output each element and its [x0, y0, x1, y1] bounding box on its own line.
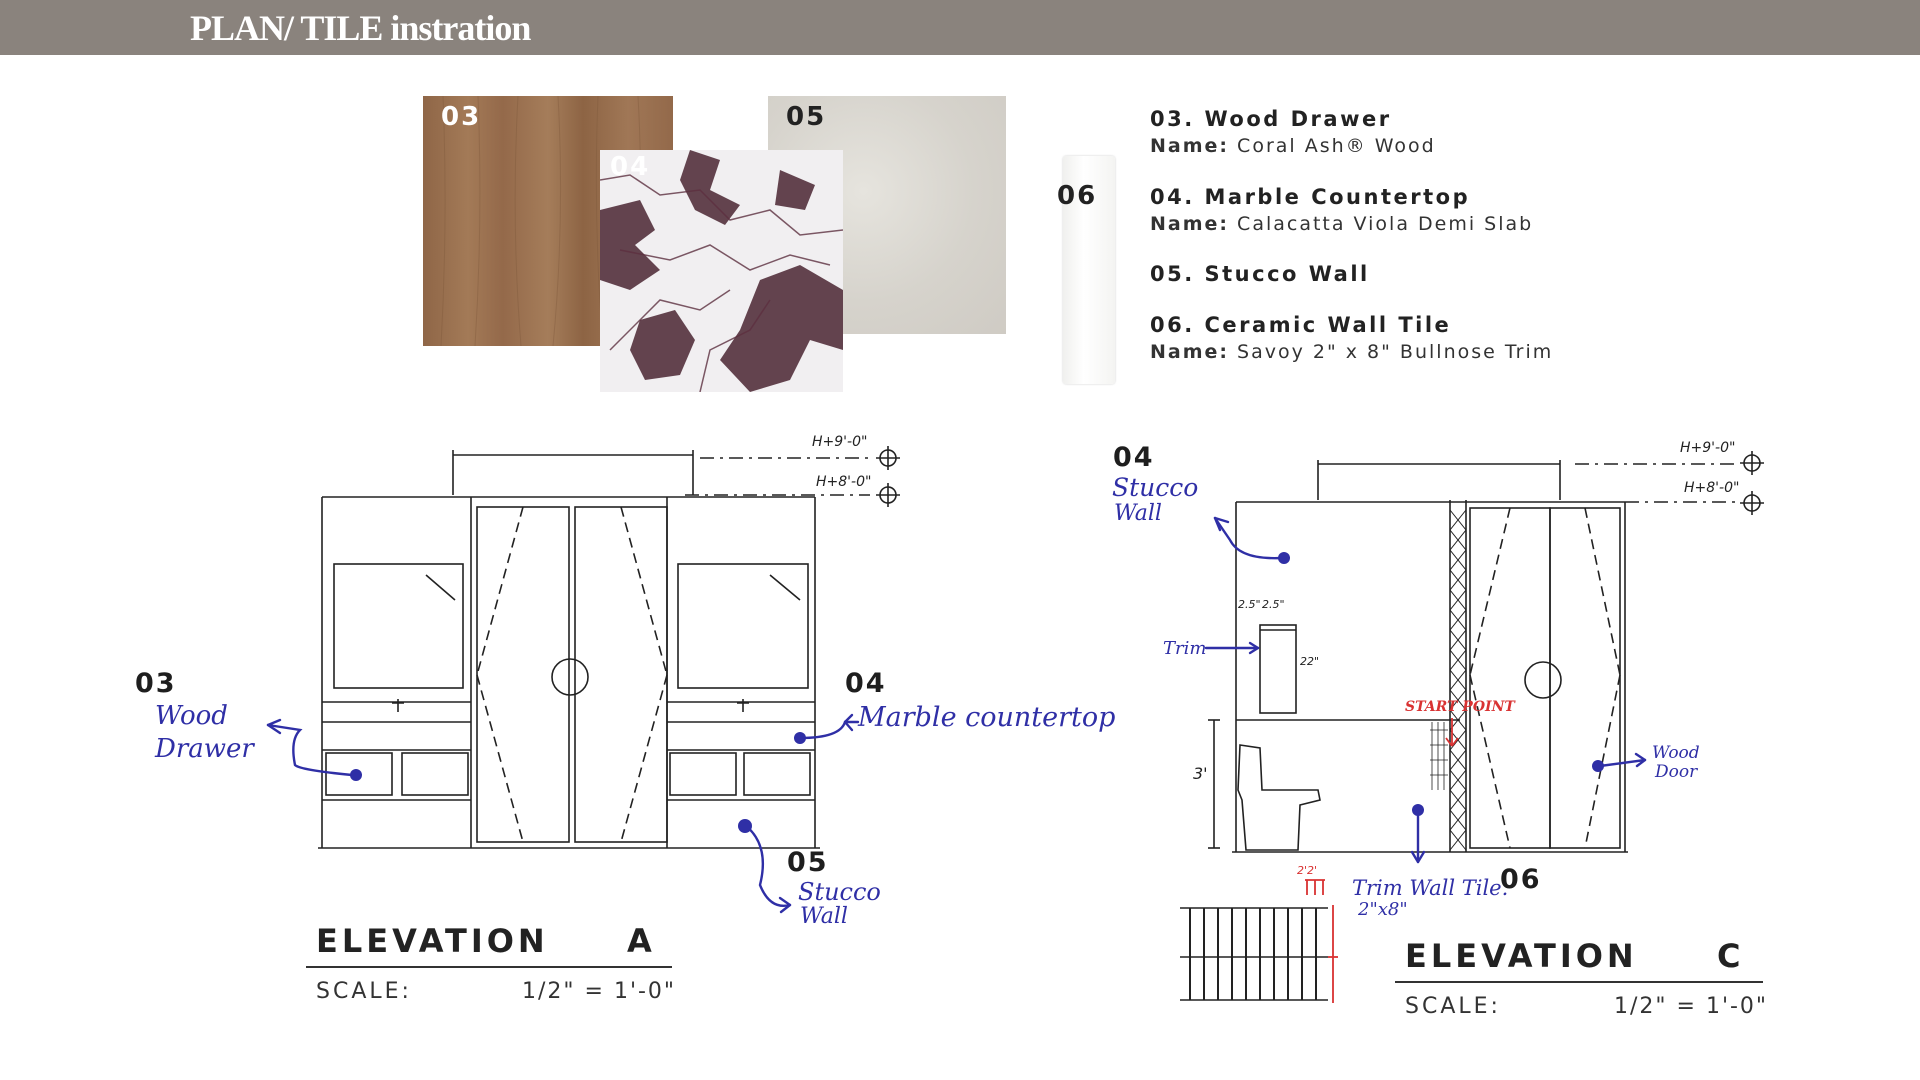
- dim-2-5a: 2.5": [1238, 598, 1261, 611]
- callout-04-number: 04: [1113, 442, 1155, 473]
- page-title: PLAN/ TILE instration: [190, 8, 531, 48]
- legend-item-03: 03. Wood Drawer Name: Coral Ash® Wood: [1150, 107, 1436, 157]
- elevation-c-title: ELEVATION: [1405, 937, 1638, 975]
- elevation-c-rule: [1395, 981, 1763, 983]
- ceramic-tile-swatch: [1063, 156, 1115, 384]
- legend-name-value: Savoy 2" x 8" Bullnose Trim: [1229, 341, 1554, 363]
- callout-wall-label: Wall: [800, 904, 848, 929]
- elevation-c-letter: C: [1717, 937, 1741, 975]
- callout-marble-label: Marble countertop: [858, 702, 1116, 733]
- swatch-04-label: 04: [610, 152, 651, 182]
- trim-wall-tile-size: 2"x8": [1358, 899, 1408, 920]
- legend-item-06: 06. Ceramic Wall Tile Name: Savoy 2" x 8…: [1150, 313, 1553, 363]
- dim-2-5b: 2.5": [1262, 598, 1285, 611]
- callout-wall-label: Wall: [1114, 501, 1162, 526]
- legend-name-key: Name:: [1150, 135, 1230, 157]
- legend-title: 06. Ceramic Wall Tile: [1150, 313, 1452, 337]
- legend-title: 04. Marble Countertop: [1150, 185, 1471, 209]
- legend-title: 05. Stucco Wall: [1150, 262, 1370, 286]
- callout-drawer-label: Drawer: [155, 734, 254, 764]
- elevation-a-scale-value: 1/2" = 1'-0": [522, 979, 677, 1004]
- dim-22: 22": [1300, 655, 1320, 668]
- elevation-c-scale-value: 1/2" = 1'-0": [1614, 994, 1769, 1019]
- wood-door-label: Wood: [1652, 743, 1700, 763]
- legend-title: 03. Wood Drawer: [1150, 107, 1392, 131]
- callout-05-number: 05: [787, 847, 829, 878]
- callout-stucco-label: Stucco: [1112, 473, 1199, 502]
- callout-06-number: 06: [1500, 864, 1542, 895]
- legend-name-value: Coral Ash® Wood: [1229, 135, 1436, 157]
- elevation-a-letter: A: [627, 922, 652, 960]
- swatch-06-label: 06: [1057, 181, 1098, 211]
- callout-wood-label: Wood: [155, 701, 228, 731]
- header-bar: PLAN/ TILE instration: [0, 0, 1920, 55]
- elevation-a-title: ELEVATION: [316, 922, 549, 960]
- callout-stucco-label: Stucco: [798, 878, 881, 906]
- callout-04-number: 04: [845, 668, 887, 699]
- marble-veins: [600, 150, 843, 392]
- elevation-a-leaders: [266, 713, 860, 914]
- marble-swatch: 04: [600, 150, 843, 392]
- swatch-05-label: 05: [786, 102, 827, 132]
- elevation-c-drawing: [1180, 451, 1764, 1001]
- height-label-9ft: H+9'-0": [812, 434, 868, 450]
- height-label-8ft: H+8'-0": [816, 474, 872, 490]
- dim-3ft: 3': [1193, 764, 1208, 783]
- callout-trim-label: Trim: [1163, 638, 1207, 659]
- dim-2-2: 2'2': [1297, 864, 1318, 877]
- legend-name-key: Name:: [1150, 213, 1230, 235]
- wood-door-label-2: Door: [1655, 762, 1698, 782]
- legend-name-key: Name:: [1150, 341, 1230, 363]
- start-point-label: START POINT: [1405, 699, 1515, 715]
- elevation-c-scale-label: SCALE:: [1405, 994, 1501, 1019]
- height-label-8ft: H+8'-0": [1684, 480, 1740, 496]
- elevation-a-drawing: [318, 446, 900, 849]
- legend-item-05: 05. Stucco Wall: [1150, 262, 1370, 286]
- legend-item-04: 04. Marble Countertop Name: Calacatta Vi…: [1150, 185, 1533, 235]
- callout-03-number: 03: [135, 668, 177, 699]
- trim-wall-tile-label: Trim Wall Tile.: [1352, 876, 1509, 900]
- elevation-a-scale-label: SCALE:: [316, 979, 412, 1004]
- swatch-03-label: 03: [441, 102, 482, 132]
- height-label-9ft: H+9'-0": [1680, 440, 1736, 456]
- legend-name-value: Calacatta Viola Demi Slab: [1229, 213, 1534, 235]
- elevation-a-rule: [306, 966, 672, 968]
